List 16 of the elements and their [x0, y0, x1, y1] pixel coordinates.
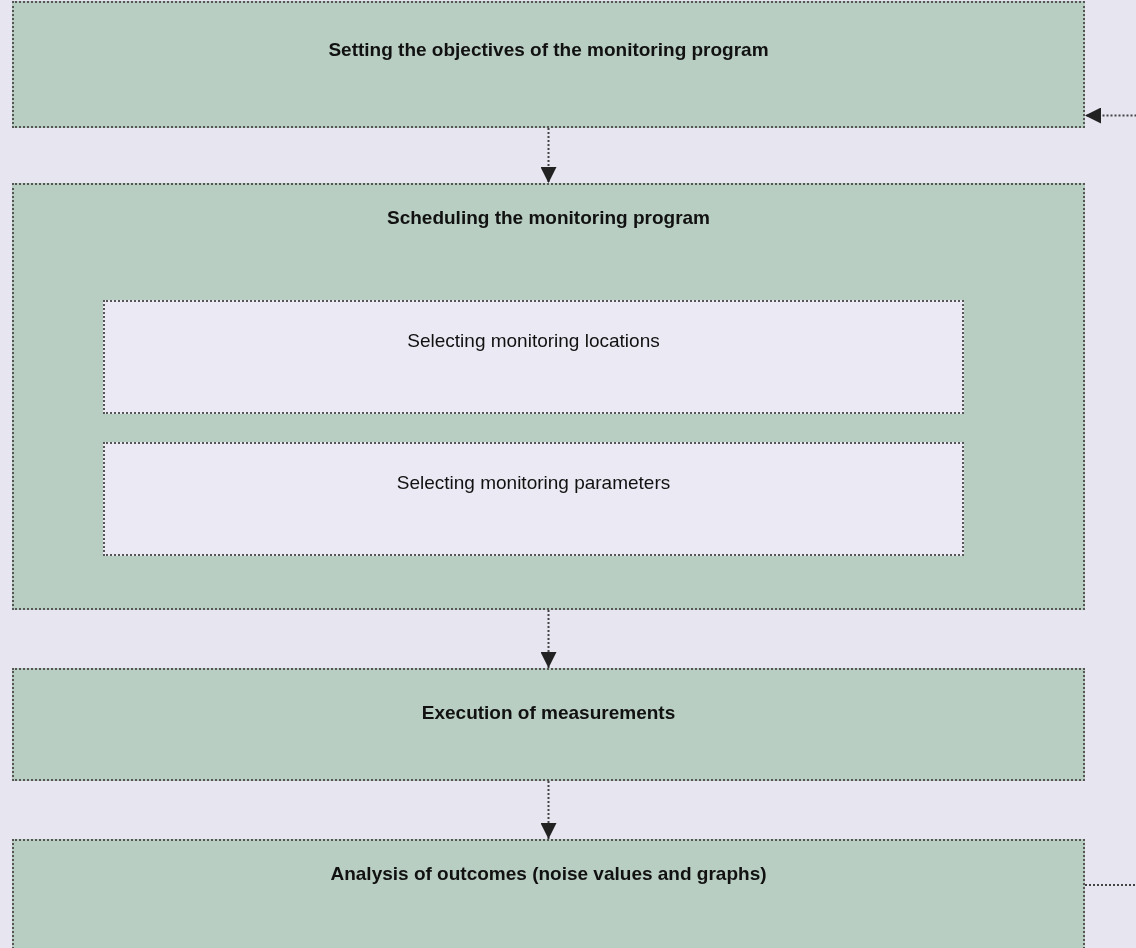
arrow: [540, 609, 557, 669]
step-title: Analysis of outcomes (noise values and graphs): [329, 863, 768, 885]
process-box: [12, 183, 1085, 610]
sub-step-box: [103, 300, 964, 414]
process-box: [12, 839, 1085, 948]
process-box: [12, 668, 1085, 781]
sub-step-label: Selecting monitoring parameters: [395, 472, 672, 494]
process-box: [12, 1, 1085, 128]
sub-step-box: [103, 442, 964, 556]
step-title: Execution of measurements: [420, 702, 677, 724]
arrow: [540, 780, 557, 840]
arrow: [1084, 107, 1136, 886]
step-title: Setting the objectives of the monitoring program: [327, 39, 770, 61]
arrow: [540, 127, 557, 184]
step-title: Scheduling the monitoring program: [386, 207, 711, 229]
sub-step-label: Selecting monitoring locations: [406, 330, 661, 352]
